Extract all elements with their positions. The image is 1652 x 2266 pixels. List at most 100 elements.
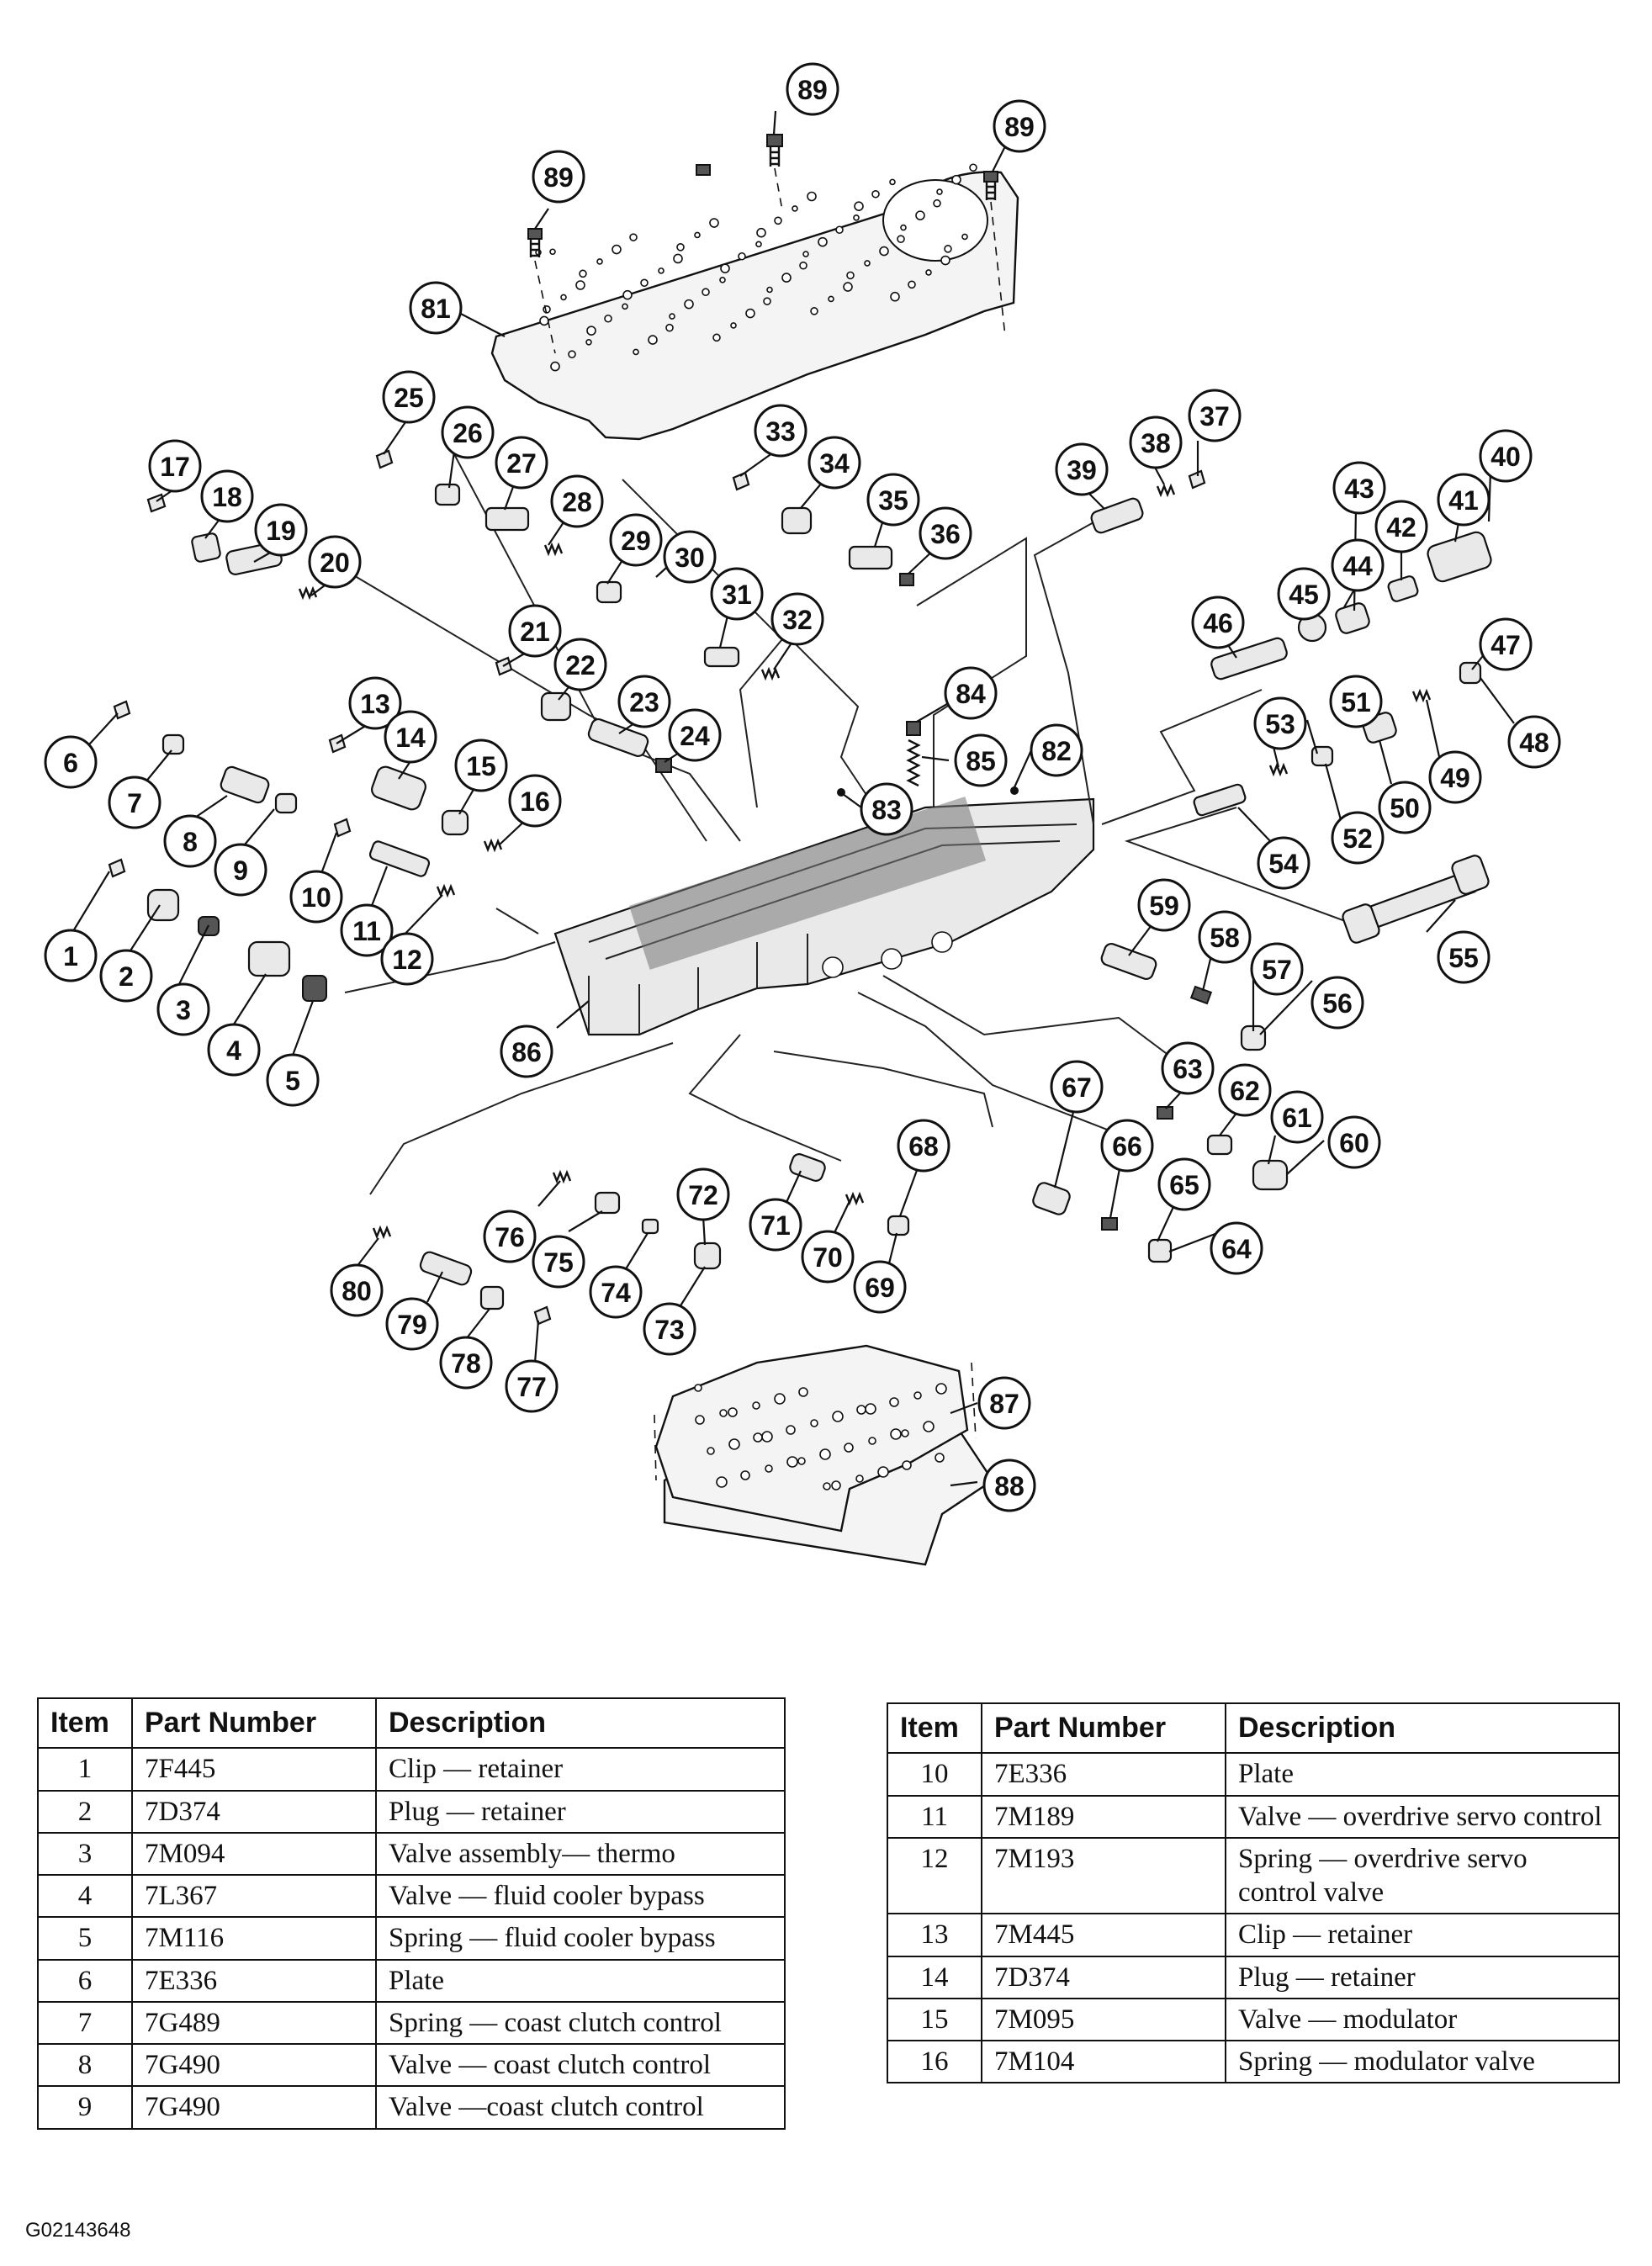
description-cell: Plate (1225, 1752, 1620, 1797)
callout-57: 57 (1250, 942, 1304, 996)
callout-number: 8 (183, 827, 198, 857)
callout-number: 79 (397, 1310, 427, 1340)
callout-number: 10 (301, 882, 331, 913)
figure-id: G02143648 (25, 2219, 131, 2242)
header-description: Description (1225, 1702, 1620, 1755)
callout-3: 3 (156, 982, 210, 1036)
callout-5: 5 (266, 1053, 320, 1107)
callout-number: 9 (233, 855, 248, 886)
callout-58: 58 (1198, 910, 1252, 964)
callout-17: 17 (148, 439, 202, 493)
part-number-cell: 7G490 (131, 2043, 377, 2088)
part-number-cell: 7G489 (131, 2000, 377, 2046)
callout-number: 52 (1342, 823, 1373, 854)
callout-number: 72 (688, 1180, 718, 1210)
callout-number: 13 (360, 689, 390, 719)
callout-number: 18 (212, 482, 242, 512)
callout-number: 22 (565, 650, 596, 680)
callout-2: 2 (99, 949, 153, 1003)
callout-63: 63 (1161, 1041, 1215, 1095)
callout-78: 78 (439, 1336, 493, 1390)
part-number-cell: 7F445 (131, 1747, 377, 1792)
callout-number: 32 (782, 605, 813, 635)
callout-number: 7 (127, 788, 142, 818)
callout-labels: 1234567891011121314151617181920212223242… (44, 62, 1561, 1512)
callout-number: 33 (765, 416, 796, 447)
callout-number: 37 (1199, 401, 1230, 431)
callout-number: 81 (421, 294, 451, 324)
callout-24: 24 (668, 708, 722, 762)
callout-7: 7 (108, 776, 161, 829)
callout-89: 89 (532, 150, 585, 204)
callout-number: 60 (1339, 1128, 1369, 1158)
callout-number: 35 (878, 485, 908, 516)
part-number-cell: 7L367 (131, 1874, 377, 1919)
part-number-cell: 7E336 (981, 1752, 1226, 1797)
callout-number: 15 (466, 751, 496, 781)
callout-71: 71 (749, 1198, 802, 1252)
callout-67: 67 (1050, 1060, 1104, 1114)
callout-32: 32 (770, 592, 824, 646)
table-header-row: Item Part Number Description (887, 1702, 1620, 1755)
callout-76: 76 (483, 1210, 537, 1263)
callout-number: 70 (813, 1242, 843, 1273)
callout-60: 60 (1327, 1115, 1381, 1169)
callout-number: 88 (994, 1471, 1025, 1501)
callout-49: 49 (1428, 750, 1482, 804)
callout-75: 75 (532, 1235, 585, 1289)
callout-36: 36 (919, 506, 972, 560)
valve-55 (1342, 855, 1490, 944)
callout-number: 84 (956, 679, 986, 709)
description-cell: Spring — modulator valve (1225, 2040, 1620, 2084)
description-cell: Clip — retainer (375, 1747, 786, 1792)
callout-number: 12 (392, 945, 422, 975)
callout-number: 61 (1282, 1103, 1312, 1133)
callout-number: 62 (1230, 1076, 1260, 1106)
item-cell: 14 (887, 1955, 982, 1999)
callout-9: 9 (214, 843, 267, 897)
callout-number: 51 (1341, 687, 1371, 717)
callout-number: 1 (63, 941, 78, 972)
callout-45: 45 (1277, 567, 1331, 621)
callout-number: 45 (1289, 580, 1319, 610)
callout-65: 65 (1157, 1157, 1211, 1211)
callout-33: 33 (754, 404, 807, 458)
description-cell: Valve — modulator (1225, 1997, 1620, 2042)
callout-13: 13 (348, 676, 402, 730)
callout-number: 89 (543, 162, 574, 193)
description-cell: Spring — fluid cooler bypass (375, 1916, 786, 1961)
callout-number: 31 (722, 580, 752, 610)
callout-number: 3 (176, 995, 191, 1025)
callout-number: 36 (930, 519, 961, 549)
callout-number: 20 (320, 548, 350, 578)
callout-64: 64 (1210, 1221, 1263, 1275)
callout-56: 56 (1310, 976, 1364, 1030)
callout-66: 66 (1100, 1119, 1154, 1173)
description-cell: Valve — coast clutch control (375, 2043, 786, 2088)
callout-28: 28 (550, 474, 604, 528)
callout-number: 67 (1062, 1072, 1092, 1103)
callout-number: 54 (1268, 849, 1299, 879)
callout-number: 21 (520, 617, 550, 647)
callout-number: 38 (1141, 428, 1171, 458)
callout-89: 89 (786, 62, 839, 116)
part-number-cell: 7E336 (131, 1958, 377, 2003)
callout-number: 50 (1390, 793, 1420, 823)
description-cell: Valve assembly— thermo (375, 1831, 786, 1877)
callout-79: 79 (385, 1297, 439, 1351)
item-cell: 5 (37, 1916, 133, 1961)
callout-18: 18 (200, 469, 254, 523)
callout-number: 49 (1440, 763, 1470, 793)
callout-number: 29 (621, 526, 651, 556)
callout-37: 37 (1188, 389, 1242, 442)
description-cell: Plug — retainer (375, 1789, 786, 1834)
item-cell: 12 (887, 1836, 982, 1915)
part-number-cell: 7D374 (131, 1789, 377, 1834)
callout-number: 74 (601, 1278, 631, 1308)
callout-62: 62 (1218, 1063, 1272, 1117)
callout-51: 51 (1329, 675, 1383, 728)
